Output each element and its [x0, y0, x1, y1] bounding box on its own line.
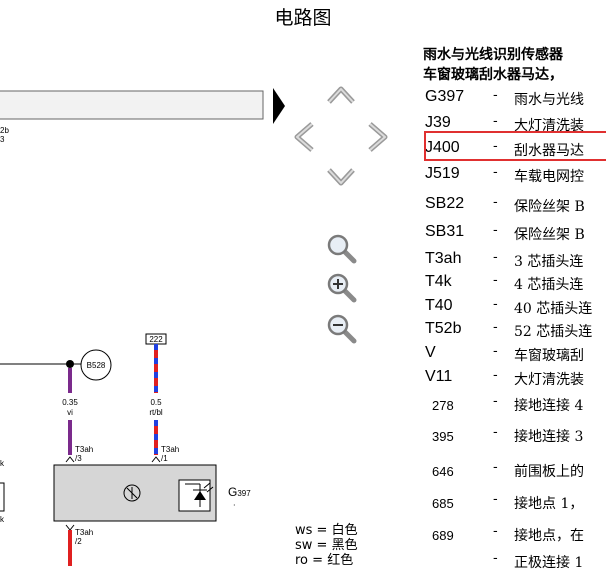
- legend-item[interactable]: J39-大灯清洗装: [425, 114, 584, 134]
- legend-item[interactable]: T40-40 芯插头连: [425, 297, 593, 317]
- legend-heading-2: 车窗玻璃刮水器马达，: [423, 67, 563, 83]
- page-title: 电路图: [274, 7, 332, 29]
- photodiode-box: [178, 479, 211, 512]
- wire-left-size: 0.35: [62, 398, 78, 407]
- legend-item[interactable]: -正极连接 1: [493, 551, 584, 571]
- left-box: [0, 482, 5, 512]
- conn-right-pin: /1: [161, 454, 168, 463]
- chevron-left-icon[interactable]: [292, 121, 316, 153]
- ref-left: 2b: [0, 126, 9, 135]
- legend-item[interactable]: SB22-保险丝架 B: [425, 195, 585, 215]
- legend-item[interactable]: V11-大灯清洗装: [425, 368, 584, 388]
- conn-left-label: T3ah: [75, 445, 93, 454]
- b528-label: B528: [87, 361, 106, 370]
- color-code-item: ro = 红色: [295, 553, 354, 568]
- component-label: G397: [228, 485, 251, 499]
- legend-item[interactable]: 278-接地连接 4: [432, 394, 584, 414]
- component-dot: ·: [233, 501, 236, 510]
- legend-item-selected[interactable]: J400-刮水器马达: [425, 139, 584, 159]
- conn-left-pin: /3: [75, 454, 82, 463]
- chevron-down-icon[interactable]: [326, 166, 356, 188]
- conn-bottom-label: T3ah: [75, 528, 93, 537]
- color-code-list: ws = 白色 sw = 黑色 ro = 红色: [295, 523, 358, 568]
- left-k1: k: [0, 459, 5, 468]
- legend-item[interactable]: T52b-52 芯插头连: [425, 320, 593, 340]
- sensor-symbol-icon: [123, 484, 141, 502]
- ref-left2: 3: [0, 135, 5, 144]
- chevron-up-icon[interactable]: [326, 84, 356, 106]
- color-code-item: sw = 黑色: [295, 538, 358, 553]
- chevron-right-icon[interactable]: [366, 121, 390, 153]
- legend-item[interactable]: T3ah-3 芯插头连: [425, 250, 584, 270]
- pin-right-arrow: [151, 456, 161, 463]
- legend-heading-1: 雨水与光线识别传感器: [423, 47, 563, 63]
- left-k2: k: [0, 515, 5, 524]
- pin-left-arrow: [65, 456, 75, 463]
- legend-item[interactable]: T4k-4 芯插头连: [425, 273, 584, 293]
- zoom-out-icon[interactable]: [326, 313, 358, 345]
- conn-bottom-pin: /2: [75, 537, 82, 546]
- wire-right-color: rt/bl: [149, 408, 163, 417]
- b528-node[interactable]: [80, 349, 112, 381]
- section-arrow-icon[interactable]: [273, 88, 285, 124]
- pin-bottom-arrow: [65, 524, 75, 531]
- light-arrow2: [206, 486, 214, 493]
- legend-item[interactable]: J519-车载电网控: [425, 165, 584, 185]
- legend-item[interactable]: G397-雨水与光线: [425, 88, 584, 108]
- magnifier-icon[interactable]: [326, 233, 358, 265]
- photodiode-icon: [194, 491, 206, 500]
- legend-item[interactable]: V-车窗玻璃刮: [425, 344, 584, 364]
- light-arrow1: [203, 482, 211, 489]
- conn-right-label: T3ah: [161, 445, 179, 454]
- color-code-item: ws = 白色: [295, 523, 358, 538]
- legend-item[interactable]: 395-接地连接 3: [432, 425, 584, 445]
- wire-left-color: vi: [67, 408, 73, 417]
- section-bar: [0, 90, 264, 120]
- zoom-in-icon[interactable]: [326, 272, 358, 304]
- wire-right-size: 0.5: [150, 398, 162, 407]
- legend-item[interactable]: 689-接地点，在: [432, 524, 584, 544]
- legend-item[interactable]: 685-接地点 1，: [432, 492, 584, 512]
- label-222: 222: [149, 335, 163, 344]
- legend-item[interactable]: 646-前围板上的: [432, 460, 584, 480]
- highlight-box: [424, 131, 606, 161]
- legend-item[interactable]: SB31-保险丝架 B: [425, 223, 585, 243]
